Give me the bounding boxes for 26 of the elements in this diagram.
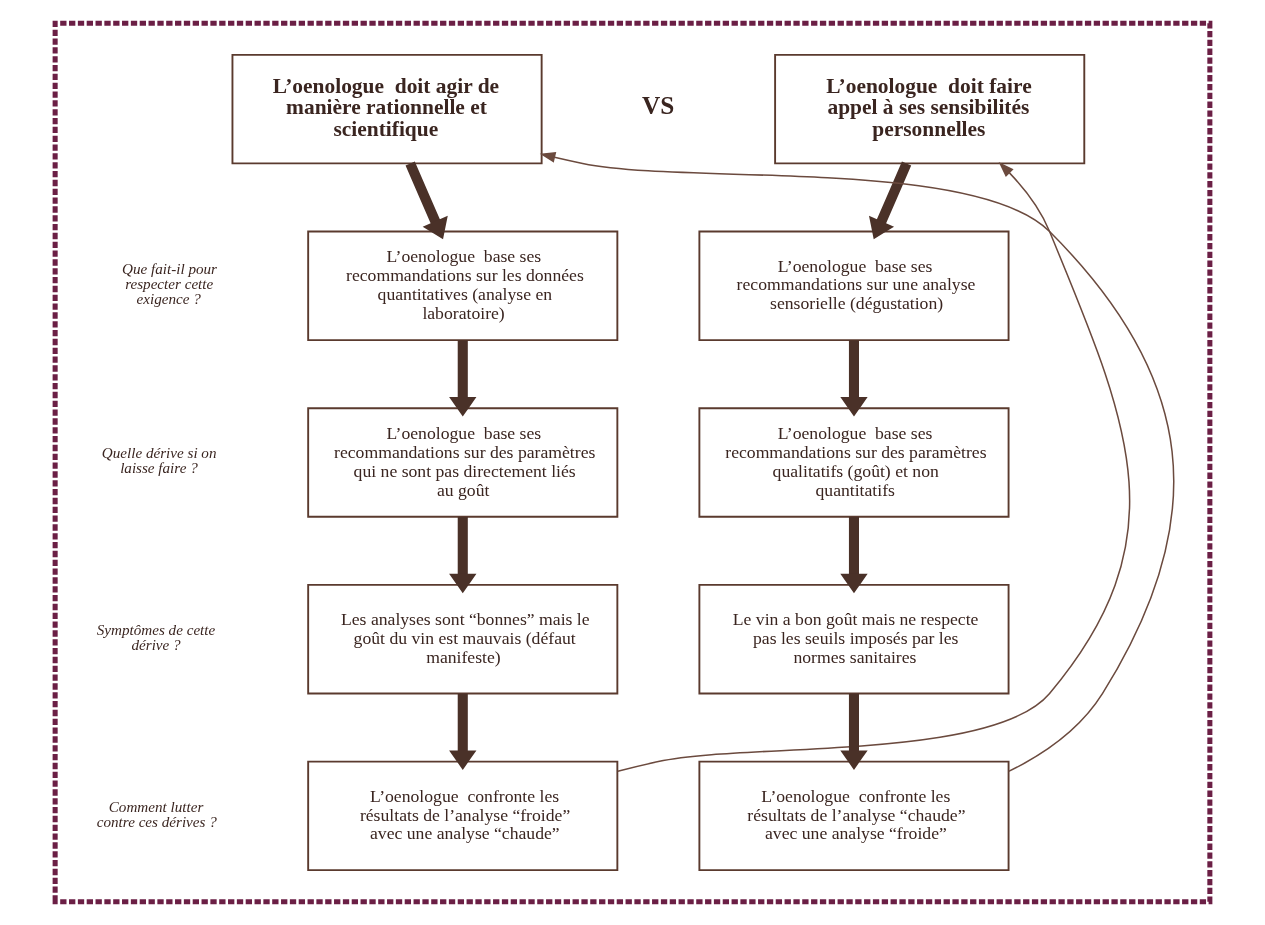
node-box: L’oenologue base ses recommandations sur des paramètres qualitatifs (goût) et non quantitatifs	[698, 407, 1010, 518]
node-box: L’oenologue base ses recommandations sur des paramètres qui ne sont pas directement liés au goût	[307, 407, 619, 518]
cluster	[52, 20, 1213, 905]
label: Quelle dérive si on laisse faire ?	[101, 445, 217, 477]
node-box: L’oenologue confronte les résultats de l’analyse “chaude” avec une analyse “froide”	[698, 760, 1010, 872]
arrow	[539, 152, 1175, 773]
node-box: L’oenologue confronte les résultats de l’analyse “froide” avec une analyse “chaude”	[307, 760, 619, 872]
node-box: Les analyses sont “bonnes” mais le goût du vin est mauvais (défaut manifeste)	[307, 583, 619, 695]
arrow	[617, 162, 1131, 772]
arrow	[840, 340, 868, 417]
node-box: L’oenologue base ses recommandations sur les données quantitatives (analyse en laboratoire)	[307, 230, 619, 342]
label: Que fait-il pour respecter cette exigence ?	[122, 260, 217, 308]
node-box: L’oenologue doit faire appel à ses sensibilités personnelles	[774, 53, 1086, 165]
node-box: L’oenologue doit agir de manière rationnelle et scientifique	[231, 53, 543, 165]
arrow	[840, 693, 868, 770]
label: VS	[641, 92, 675, 120]
arrow	[405, 161, 448, 240]
arrow	[449, 340, 477, 417]
node-box: Le vin a bon goût mais ne respecte pas les seuils imposés par les normes sanitaires	[698, 583, 1010, 695]
arrow	[449, 516, 477, 594]
arrow	[449, 693, 477, 770]
arrow	[869, 161, 912, 240]
label: Comment lutter contre ces dérives ?	[96, 798, 217, 830]
node-box: L’oenologue base ses recommandations sur une analyse sensorielle (dégustation)	[698, 230, 1010, 342]
arrow	[840, 516, 868, 594]
label: Symptômes de cette dérive ?	[96, 621, 216, 654]
